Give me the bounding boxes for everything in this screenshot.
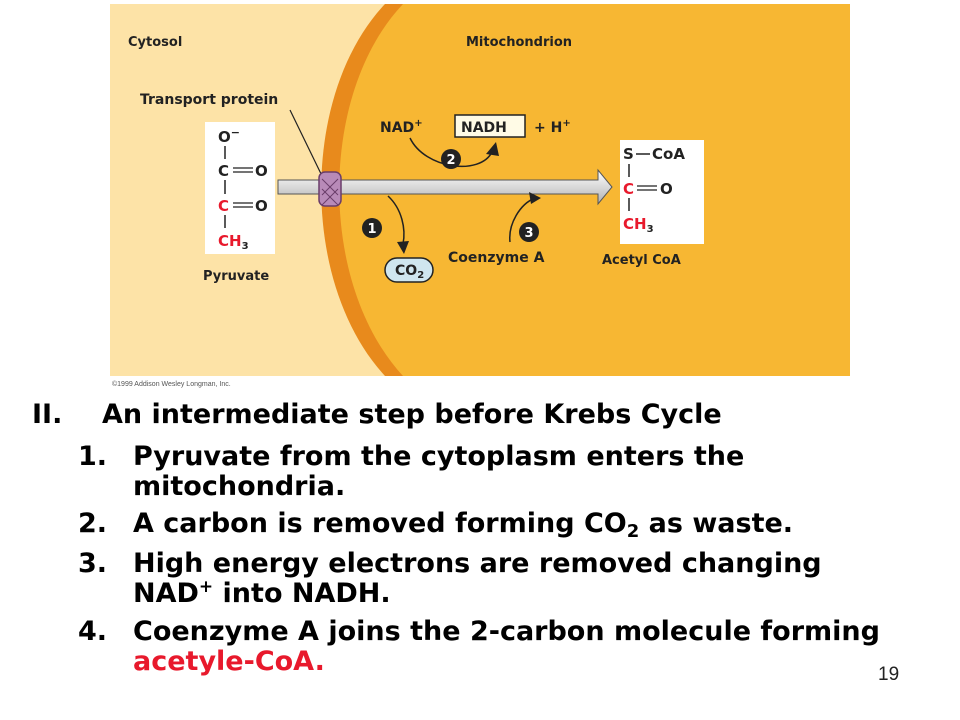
svg-text:2: 2 (446, 153, 455, 168)
section-heading: II. An intermediate step before Krebs Cyc… (32, 399, 722, 430)
svg-text:CH3: CH3 (623, 215, 654, 235)
heading-text: An intermediate step before Krebs Cycle (102, 399, 722, 430)
nadh-box (454, 114, 526, 138)
svg-text:1: 1 (367, 222, 376, 237)
svg-text:CH3: CH3 (218, 232, 249, 252)
list-item-1: 1. Pyruvate from the cytoplasm enters th… (78, 441, 745, 502)
list-item-4: 4. Coenzyme A joins the 2-carbon molecul… (78, 616, 880, 677)
list-item-3: 3. High energy electrons are removed cha… (78, 548, 822, 609)
step-2-marker (441, 149, 461, 169)
list-item-2: 2. A carbon is removed forming CO2 as wa… (78, 508, 794, 542)
copyright-notice: ©1999 Addison Wesley Longman, Inc. (112, 381, 231, 388)
mitochondrion-label: Mitochondrion (466, 35, 572, 50)
svg-text:O−: O− (218, 126, 240, 146)
h-plus-label: + H+ (534, 118, 571, 136)
co2-bubble (384, 257, 434, 283)
transport-protein-label: Transport protein (140, 92, 278, 108)
transport-protein (318, 171, 342, 207)
svg-text:3: 3 (524, 226, 533, 241)
svg-text:C: C (218, 162, 229, 180)
pyruvate-structure-box (205, 122, 275, 254)
svg-text:O: O (255, 162, 268, 180)
co2-label: CO2 (395, 263, 424, 281)
svg-text:O: O (660, 180, 673, 198)
acetyl-coa-highlight: acetyle-CoA. (133, 646, 325, 677)
heading-number: II. (32, 399, 63, 430)
step1-arrow (387, 195, 405, 245)
step-1-marker (362, 218, 382, 238)
acetyl-coa-structure-box (620, 140, 704, 244)
coenzyme-a-label: Coenzyme A (448, 250, 545, 266)
nad-plus-label: NAD+ (380, 118, 423, 136)
cytosol-label: Cytosol (128, 35, 182, 50)
pyruvate-label: Pyruvate (203, 269, 269, 284)
svg-text:O: O (255, 197, 268, 215)
step-3-marker (519, 222, 539, 242)
page-number: 19 (878, 664, 900, 685)
acetyl-coa-label: Acetyl CoA (602, 253, 681, 268)
svg-text:S: S (623, 145, 634, 163)
pyruvate-oxidation-diagram: Cytosol Mitochondrion Transport protein … (110, 4, 850, 376)
svg-text:C: C (623, 180, 634, 198)
svg-text:C: C (218, 197, 229, 215)
svg-text:CoA: CoA (652, 145, 685, 163)
nadh-label: NADH (461, 120, 507, 136)
transport-protein-pointer (289, 109, 325, 181)
